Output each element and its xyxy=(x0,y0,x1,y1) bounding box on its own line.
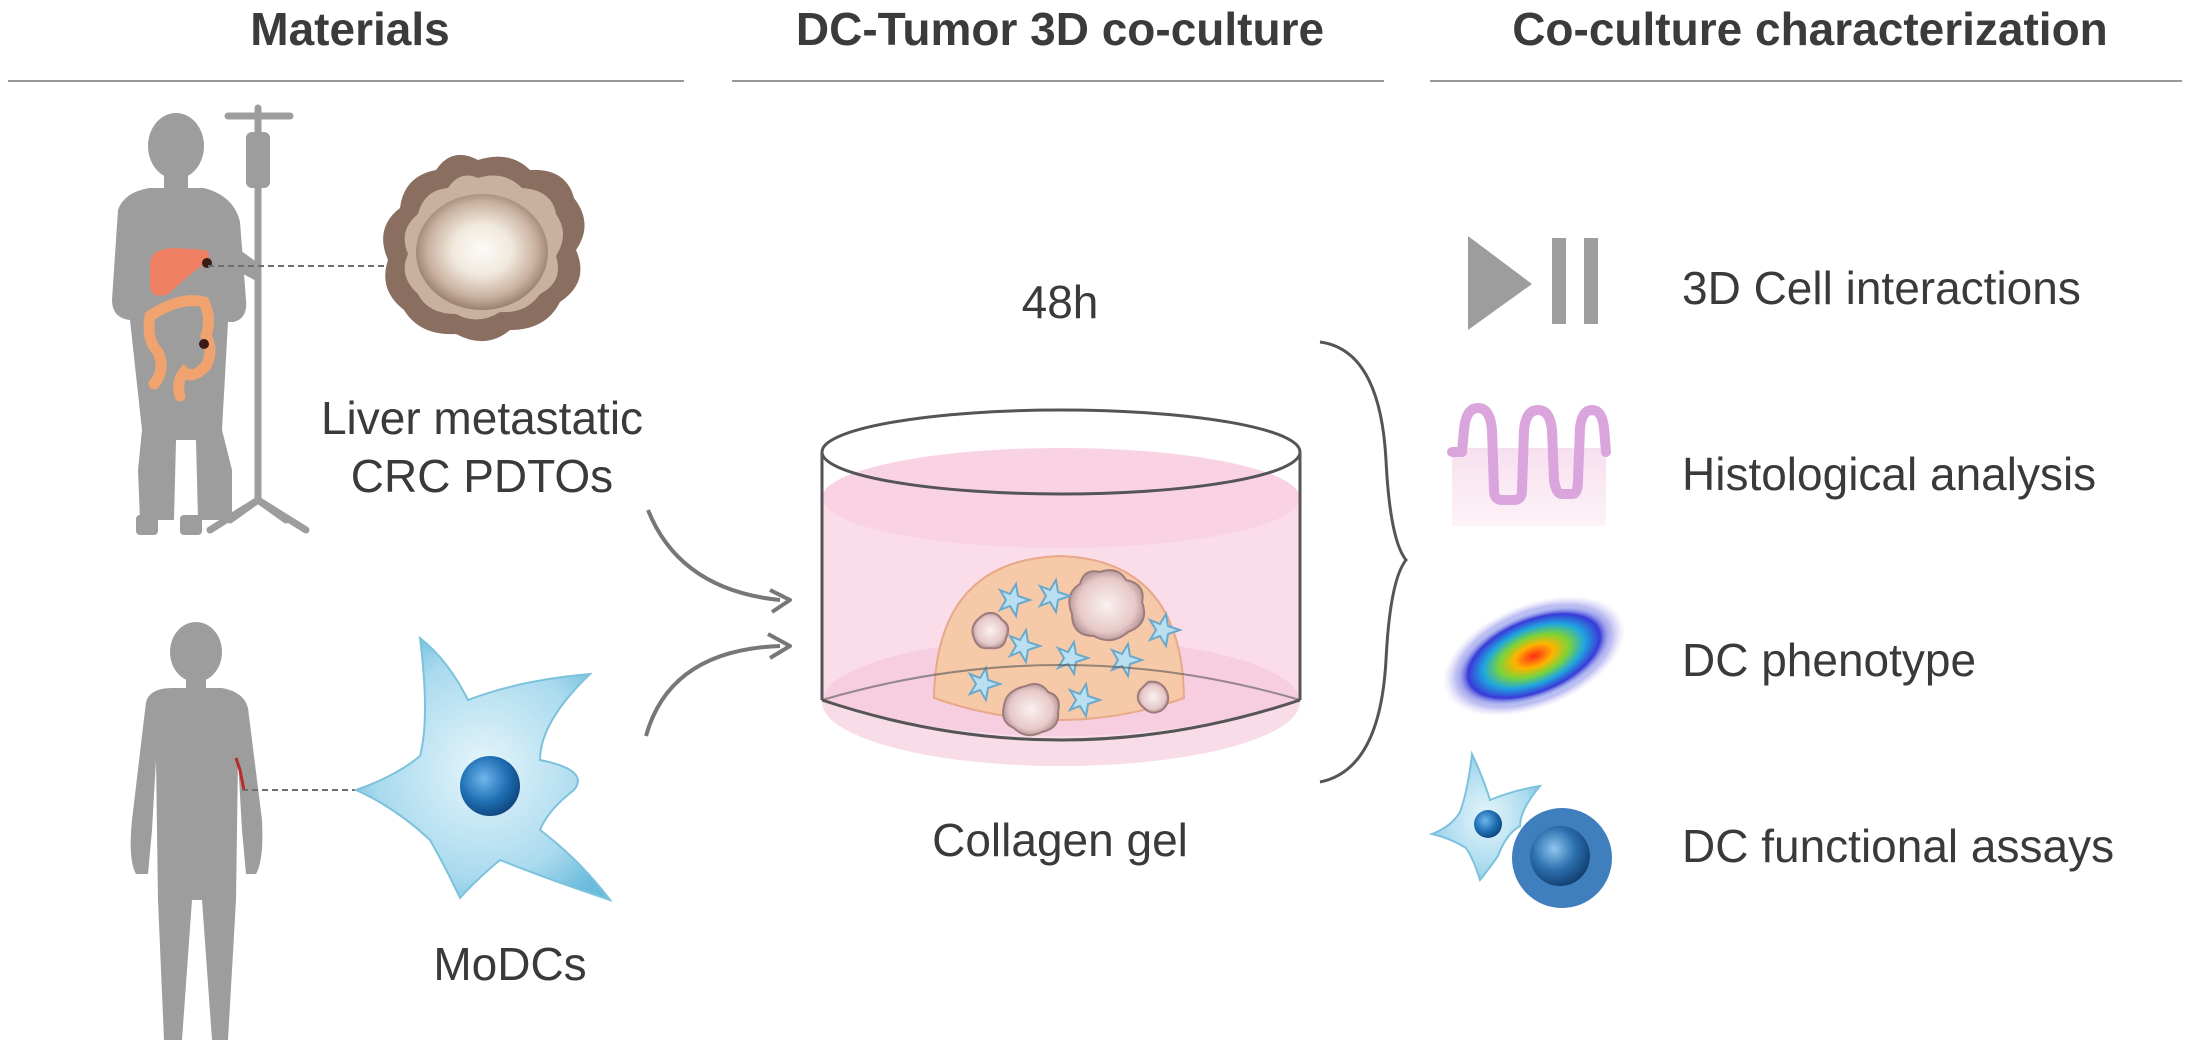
tumor-site-dot xyxy=(199,339,209,349)
colon-organ-icon xyxy=(143,295,216,402)
header-characterization: Co-culture characterization xyxy=(1512,3,2108,55)
play-pause-icon xyxy=(1468,236,1598,330)
patient-silhouette-icon xyxy=(112,113,262,535)
header-materials: Materials xyxy=(250,3,450,55)
gel-label: Collagen gel xyxy=(932,814,1188,866)
time-label: 48h xyxy=(1021,276,1099,328)
gel-dendritic-cells xyxy=(967,577,1184,719)
culture-dish-icon xyxy=(820,408,1302,766)
dc-tcell-interaction-icon xyxy=(1428,750,1612,908)
char-item-label: Histological analysis xyxy=(1682,448,2097,500)
dc-label: MoDCs xyxy=(433,938,587,990)
header-coculture: DC-Tumor 3D co-culture xyxy=(795,3,1325,55)
char-item-label: DC functional assays xyxy=(1682,820,2115,872)
char-item-label: 3D Cell interactions xyxy=(1682,262,2081,314)
header-divider-characterization xyxy=(1430,80,2182,82)
flow-cytometry-density-icon xyxy=(1442,595,1626,717)
dendritic-cell-icon xyxy=(353,635,613,902)
arrow-dcs-to-dish xyxy=(644,644,781,737)
blood-draw-mark xyxy=(234,757,246,791)
header-divider-materials xyxy=(8,80,684,82)
tumor-label-line1: Liver metastatic xyxy=(320,392,644,444)
histology-villi-icon xyxy=(1447,403,1611,526)
arrow-organoids-to-dish xyxy=(646,509,781,602)
char-item-label: DC phenotype xyxy=(1682,634,1977,686)
header-divider-coculture xyxy=(732,80,1384,82)
iv-stand-icon xyxy=(206,104,310,534)
gel-organoids xyxy=(971,569,1170,737)
tumor-organoid-icon xyxy=(383,154,585,342)
tumor-label-line2: CRC PDTOs xyxy=(350,450,614,502)
donor-silhouette-icon xyxy=(130,622,263,1040)
grouping-brace xyxy=(1319,340,1408,784)
